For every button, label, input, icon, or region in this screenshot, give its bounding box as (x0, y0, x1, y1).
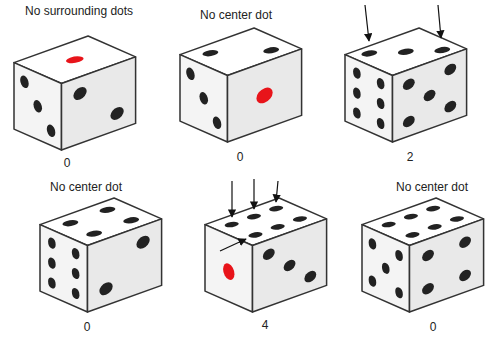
die (14, 36, 136, 150)
score-number: 0 (52, 156, 82, 170)
score-number: 0 (418, 320, 448, 334)
pips (73, 72, 123, 135)
note-text: No surrounding dots (25, 4, 135, 18)
pips (379, 205, 467, 239)
pips (20, 74, 55, 139)
pips (353, 66, 384, 130)
pointer-arrows (220, 5, 441, 251)
die (205, 198, 327, 312)
note-text: No center dot (50, 180, 150, 194)
pips (422, 235, 471, 296)
pips (63, 55, 87, 65)
pips (223, 261, 234, 282)
pips (186, 66, 221, 131)
score-number: 0 (225, 150, 255, 164)
note-text: No center dot (200, 8, 300, 22)
pips (403, 62, 456, 129)
die (345, 28, 467, 142)
pips (222, 205, 310, 239)
score-number: 2 (395, 150, 425, 164)
pips (358, 33, 453, 70)
pips (199, 36, 282, 68)
die (180, 28, 302, 142)
pips (369, 237, 403, 300)
note-text: No center dot (396, 180, 488, 194)
pips (99, 234, 149, 297)
pips (48, 236, 79, 300)
score-number: 4 (250, 318, 280, 332)
pips (263, 232, 316, 299)
die (362, 198, 484, 312)
pips (59, 206, 142, 238)
pips (256, 85, 272, 105)
score-number: 0 (72, 320, 102, 334)
die (40, 198, 162, 312)
